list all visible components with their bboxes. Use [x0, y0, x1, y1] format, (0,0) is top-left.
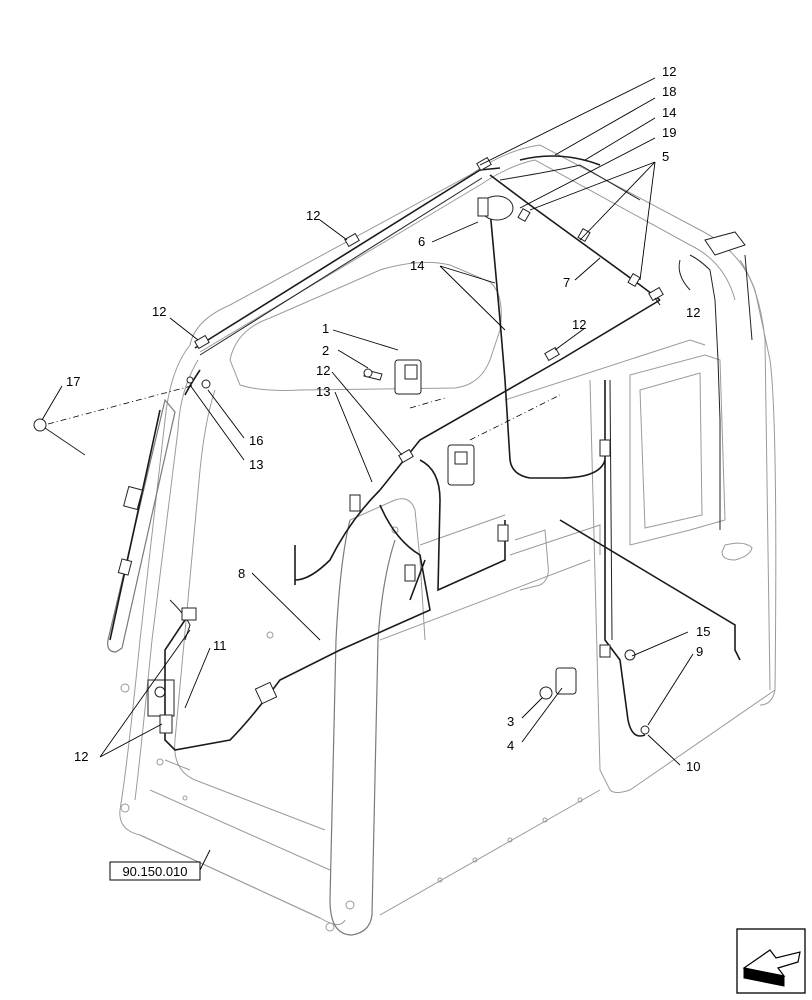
callout-16: 16: [249, 433, 263, 448]
callout-12: 12: [152, 304, 166, 319]
callout-14: 14: [410, 258, 424, 273]
callout-13: 13: [316, 384, 330, 399]
callout-12: 12: [316, 363, 330, 378]
callout-14: 14: [662, 105, 676, 120]
callout-12: 12: [306, 208, 320, 223]
wiper-assembly: [107, 398, 176, 717]
callout-8: 8: [238, 566, 245, 581]
callout-12: 12: [74, 749, 88, 764]
callout-10: 10: [686, 759, 700, 774]
cab-frame: [119, 144, 777, 936]
reference-label[interactable]: 90.150.010: [122, 864, 187, 879]
callout-19: 19: [662, 125, 676, 140]
leader-lines: [41, 77, 694, 871]
callout-12: 12: [662, 64, 676, 79]
callout-3: 3: [507, 714, 514, 729]
callout-11: 11: [213, 638, 227, 653]
callout-12: 12: [572, 317, 586, 332]
callout-17: 17: [66, 374, 80, 389]
components: [33, 156, 746, 735]
callout-1: 1: [322, 321, 329, 336]
previous-page-arrow-icon[interactable]: [736, 928, 806, 994]
sensor-17: [33, 418, 47, 432]
callout-labels: 12 18 14 19 5 12 6 14 7 12 12 1 2 12 12 …: [66, 64, 710, 774]
callout-12: 12: [686, 305, 700, 320]
callout-6: 6: [418, 234, 425, 249]
callout-5: 5: [662, 149, 669, 164]
wire-harness: [164, 155, 753, 751]
callout-4: 4: [507, 738, 514, 753]
callout-18: 18: [662, 84, 676, 99]
callout-15: 15: [696, 624, 710, 639]
callout-7: 7: [563, 275, 570, 290]
reference-box[interactable]: 90.150.010: [109, 861, 201, 881]
callout-2: 2: [322, 343, 329, 358]
callout-9: 9: [696, 644, 703, 659]
callout-13: 13: [249, 457, 263, 472]
